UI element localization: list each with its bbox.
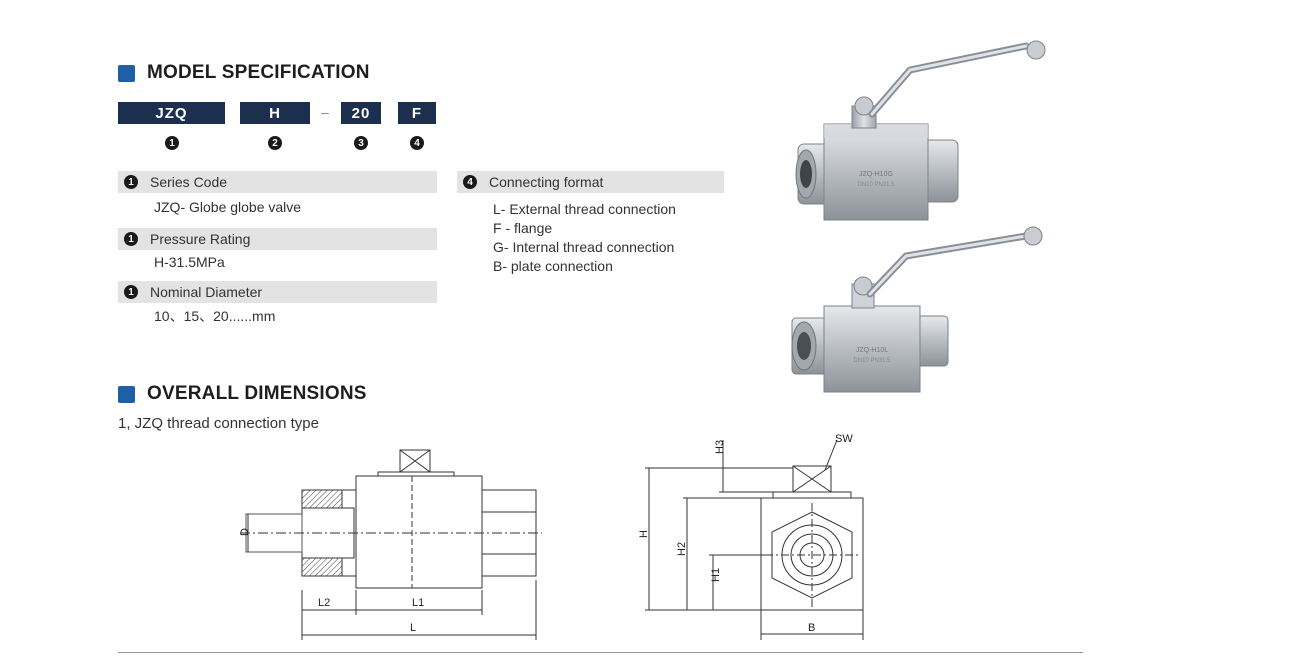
model-spec-heading: MODEL SPECIFICATION [118, 62, 370, 84]
format-option: L- External thread connection [493, 201, 676, 217]
dim-label-l1: L1 [412, 597, 424, 609]
overall-dimensions-heading: OVERALL DIMENSIONS [118, 383, 367, 405]
series-code-value: JZQ- Globe globe valve [154, 199, 302, 215]
dim-label-l2: L2 [318, 597, 330, 609]
format-option: F - flange [493, 220, 553, 236]
svg-text:DN10 PN31.5: DN10 PN31.5 [857, 182, 895, 188]
dim-label-h1: H1 [710, 568, 722, 582]
pressure-rating-number: 1 [124, 232, 138, 246]
pressure-rating-value: H-31.5MPa [154, 254, 225, 270]
side-view-drawing: D L2 L1 L [239, 449, 542, 640]
code-format-text: F [411, 104, 423, 122]
connecting-format-options: L- External thread connection F - flange… [493, 200, 676, 276]
code-series-text: JZQ [155, 104, 188, 122]
series-code-number: 1 [124, 175, 138, 189]
svg-text:DN10 PN31.5: DN10 PN31.5 [853, 358, 891, 364]
pressure-rating-label: Pressure Rating [150, 231, 251, 247]
pressure-rating-bar: 1 Pressure Rating [118, 228, 437, 250]
format-option: B- plate connection [493, 258, 613, 274]
heading-square-icon [118, 64, 135, 82]
code-number-2: 2 [268, 136, 282, 150]
series-code-bar: 1 Series Code [118, 171, 437, 193]
front-view-drawing: H3 SW H H2 H1 B [638, 433, 864, 640]
dim-label-h: H [638, 530, 650, 538]
dim-label-h2: H2 [676, 542, 688, 556]
connecting-format-number: 4 [463, 175, 477, 189]
code-box-pressure: H [240, 102, 310, 124]
code-number-3: 3 [354, 136, 368, 150]
valve-photo-external-thread: JZQ-H10L DN10 PN31.5 [791, 226, 1043, 393]
dim-label-d: D [239, 528, 251, 536]
nominal-diameter-label: Nominal Diameter [150, 284, 263, 300]
dimensions-subtitle: 1, JZQ thread connection type [118, 415, 319, 432]
nominal-diameter-value: 10、15、20......mm [154, 308, 276, 324]
model-spec-title: MODEL SPECIFICATION [147, 62, 370, 83]
bottom-divider [118, 652, 1083, 653]
series-code-label: Series Code [150, 174, 228, 190]
connecting-format-label: Connecting format [489, 174, 604, 190]
code-pressure-text: H [269, 104, 281, 122]
overall-dimensions-title: OVERALL DIMENSIONS [147, 383, 367, 404]
dim-label-h3: H3 [714, 440, 726, 454]
code-box-series: JZQ [118, 102, 225, 124]
format-option: G- Internal thread connection [493, 239, 675, 255]
svg-text:JZQ-H10L: JZQ-H10L [856, 347, 888, 354]
code-diameter-text: 20 [351, 104, 371, 122]
code-number-1: 1 [165, 136, 179, 150]
connecting-format-bar: 4 Connecting format [457, 171, 724, 193]
nominal-diameter-bar: 1 Nominal Diameter [118, 281, 437, 303]
valve-photo-internal-thread: JZQ-H10G DN10 PN31.5 [795, 40, 1046, 221]
code-box-format: F [398, 102, 436, 124]
code-number-4: 4 [410, 136, 424, 150]
code-box-diameter: 20 [341, 102, 381, 124]
nominal-diameter-number: 1 [124, 285, 138, 299]
dim-label-sw: SW [835, 433, 853, 445]
dim-label-l: L [410, 622, 416, 634]
heading-square-icon [118, 385, 135, 403]
svg-text:JZQ-H10G: JZQ-H10G [859, 171, 893, 178]
dim-label-b: B [808, 622, 815, 634]
code-dash: – [321, 104, 329, 120]
